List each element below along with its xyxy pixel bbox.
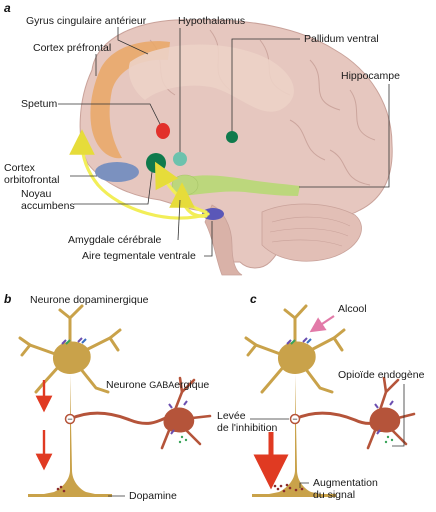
label-hippocampe: Hippocampe [341,70,400,82]
pathway-to-cortex [69,129,210,220]
label-cortex-prefrontal: Cortex préfrontal [33,42,111,54]
orbitofrontal-region [95,162,139,182]
label-alcool: Alcool [338,303,367,315]
label-neurone-dopa: Neurone dopaminergique [30,294,149,306]
label-amygdale: Amygdale cérébrale [68,234,162,246]
postsynaptic-line-c [252,494,336,497]
nucleus-accumbens-region [146,153,166,173]
label-hypothalamus: Hypothalamus [178,15,245,27]
leader-aire-tegmentale [204,221,213,257]
gaba-soma-b [163,407,195,433]
leader-spetum [58,103,161,125]
label-neurone-gaba: Neurone GABAergique [106,379,209,391]
cortex-prefrontal-region [90,41,170,159]
gaba-suffix: ergique [174,379,209,391]
hypothalamus-region [173,152,187,166]
label-augmentation-1: Augmentation [313,477,378,489]
label-augmentation-2: du signal [313,489,355,501]
label-aire-tegmentale: Aire tegmentale ventrale [82,250,196,262]
leader-augmentation [299,482,309,488]
leader-hippocampe [299,84,390,188]
panel-c-neurons: − [244,304,416,497]
pallidum-region [226,131,238,143]
cingulate-region [128,44,294,112]
leader-pallidum [231,38,300,131]
label-noyau-1: Noyau [21,188,52,200]
inhibitory-synapse-c [289,413,301,425]
gaba-small: GABA [149,380,174,390]
label-opioide: Opioïde endogène [338,369,425,381]
panel-b-neurons: − [18,304,212,497]
panel-label-c: c [250,292,257,306]
leader-opioide [392,384,405,447]
leader-amygdale [177,199,181,241]
gaba-soma-c [369,407,401,433]
panel-label-b: b [4,292,11,306]
leader-gyrus [117,27,149,55]
label-levee-2: de l'inhibition [217,422,278,434]
label-cortex-orbito-1: Cortex [4,162,36,174]
leader-noyau [74,171,153,205]
dopamine-pathways [69,129,210,220]
panel-c-labels: Alcool Opioïde endogène Levée de l'inhib… [217,303,425,501]
panel-b-labels: Neurone dopaminergique Neurone GABAergiq… [30,294,209,502]
label-gyrus: Gyrus cingulaire antérieur [26,15,147,27]
dopaminergic-soma-c [277,341,316,374]
gaba-prefix: Neurone [106,379,149,391]
label-levee-1: Levée [217,410,246,422]
label-cortex-orbito-2: orbitofrontal [4,174,59,186]
minus-sign-b: − [67,414,72,424]
label-pallidum: Pallidum ventral [304,33,379,45]
brain-illustration [79,19,393,276]
postsynaptic-line-b [28,494,112,497]
label-noyau-2: accumbens [21,200,75,212]
hippocampus-region [175,175,300,196]
pathway-to-amygdala [169,182,208,218]
panel-label-a: a [4,1,11,15]
minus-sign-c: − [292,414,297,424]
spetum-region [156,123,170,139]
vta-region [202,208,224,220]
label-spetum: Spetum [21,98,57,110]
label-dopamine: Dopamine [129,490,177,502]
brain-labels: Gyrus cingulaire antérieur Cortex préfro… [4,15,400,262]
brainstem [204,204,243,276]
dopaminergic-soma-b [52,341,91,374]
inhibitory-synapse-b [64,413,76,425]
cerebellum [261,203,362,262]
alcool-arrow [309,315,335,333]
